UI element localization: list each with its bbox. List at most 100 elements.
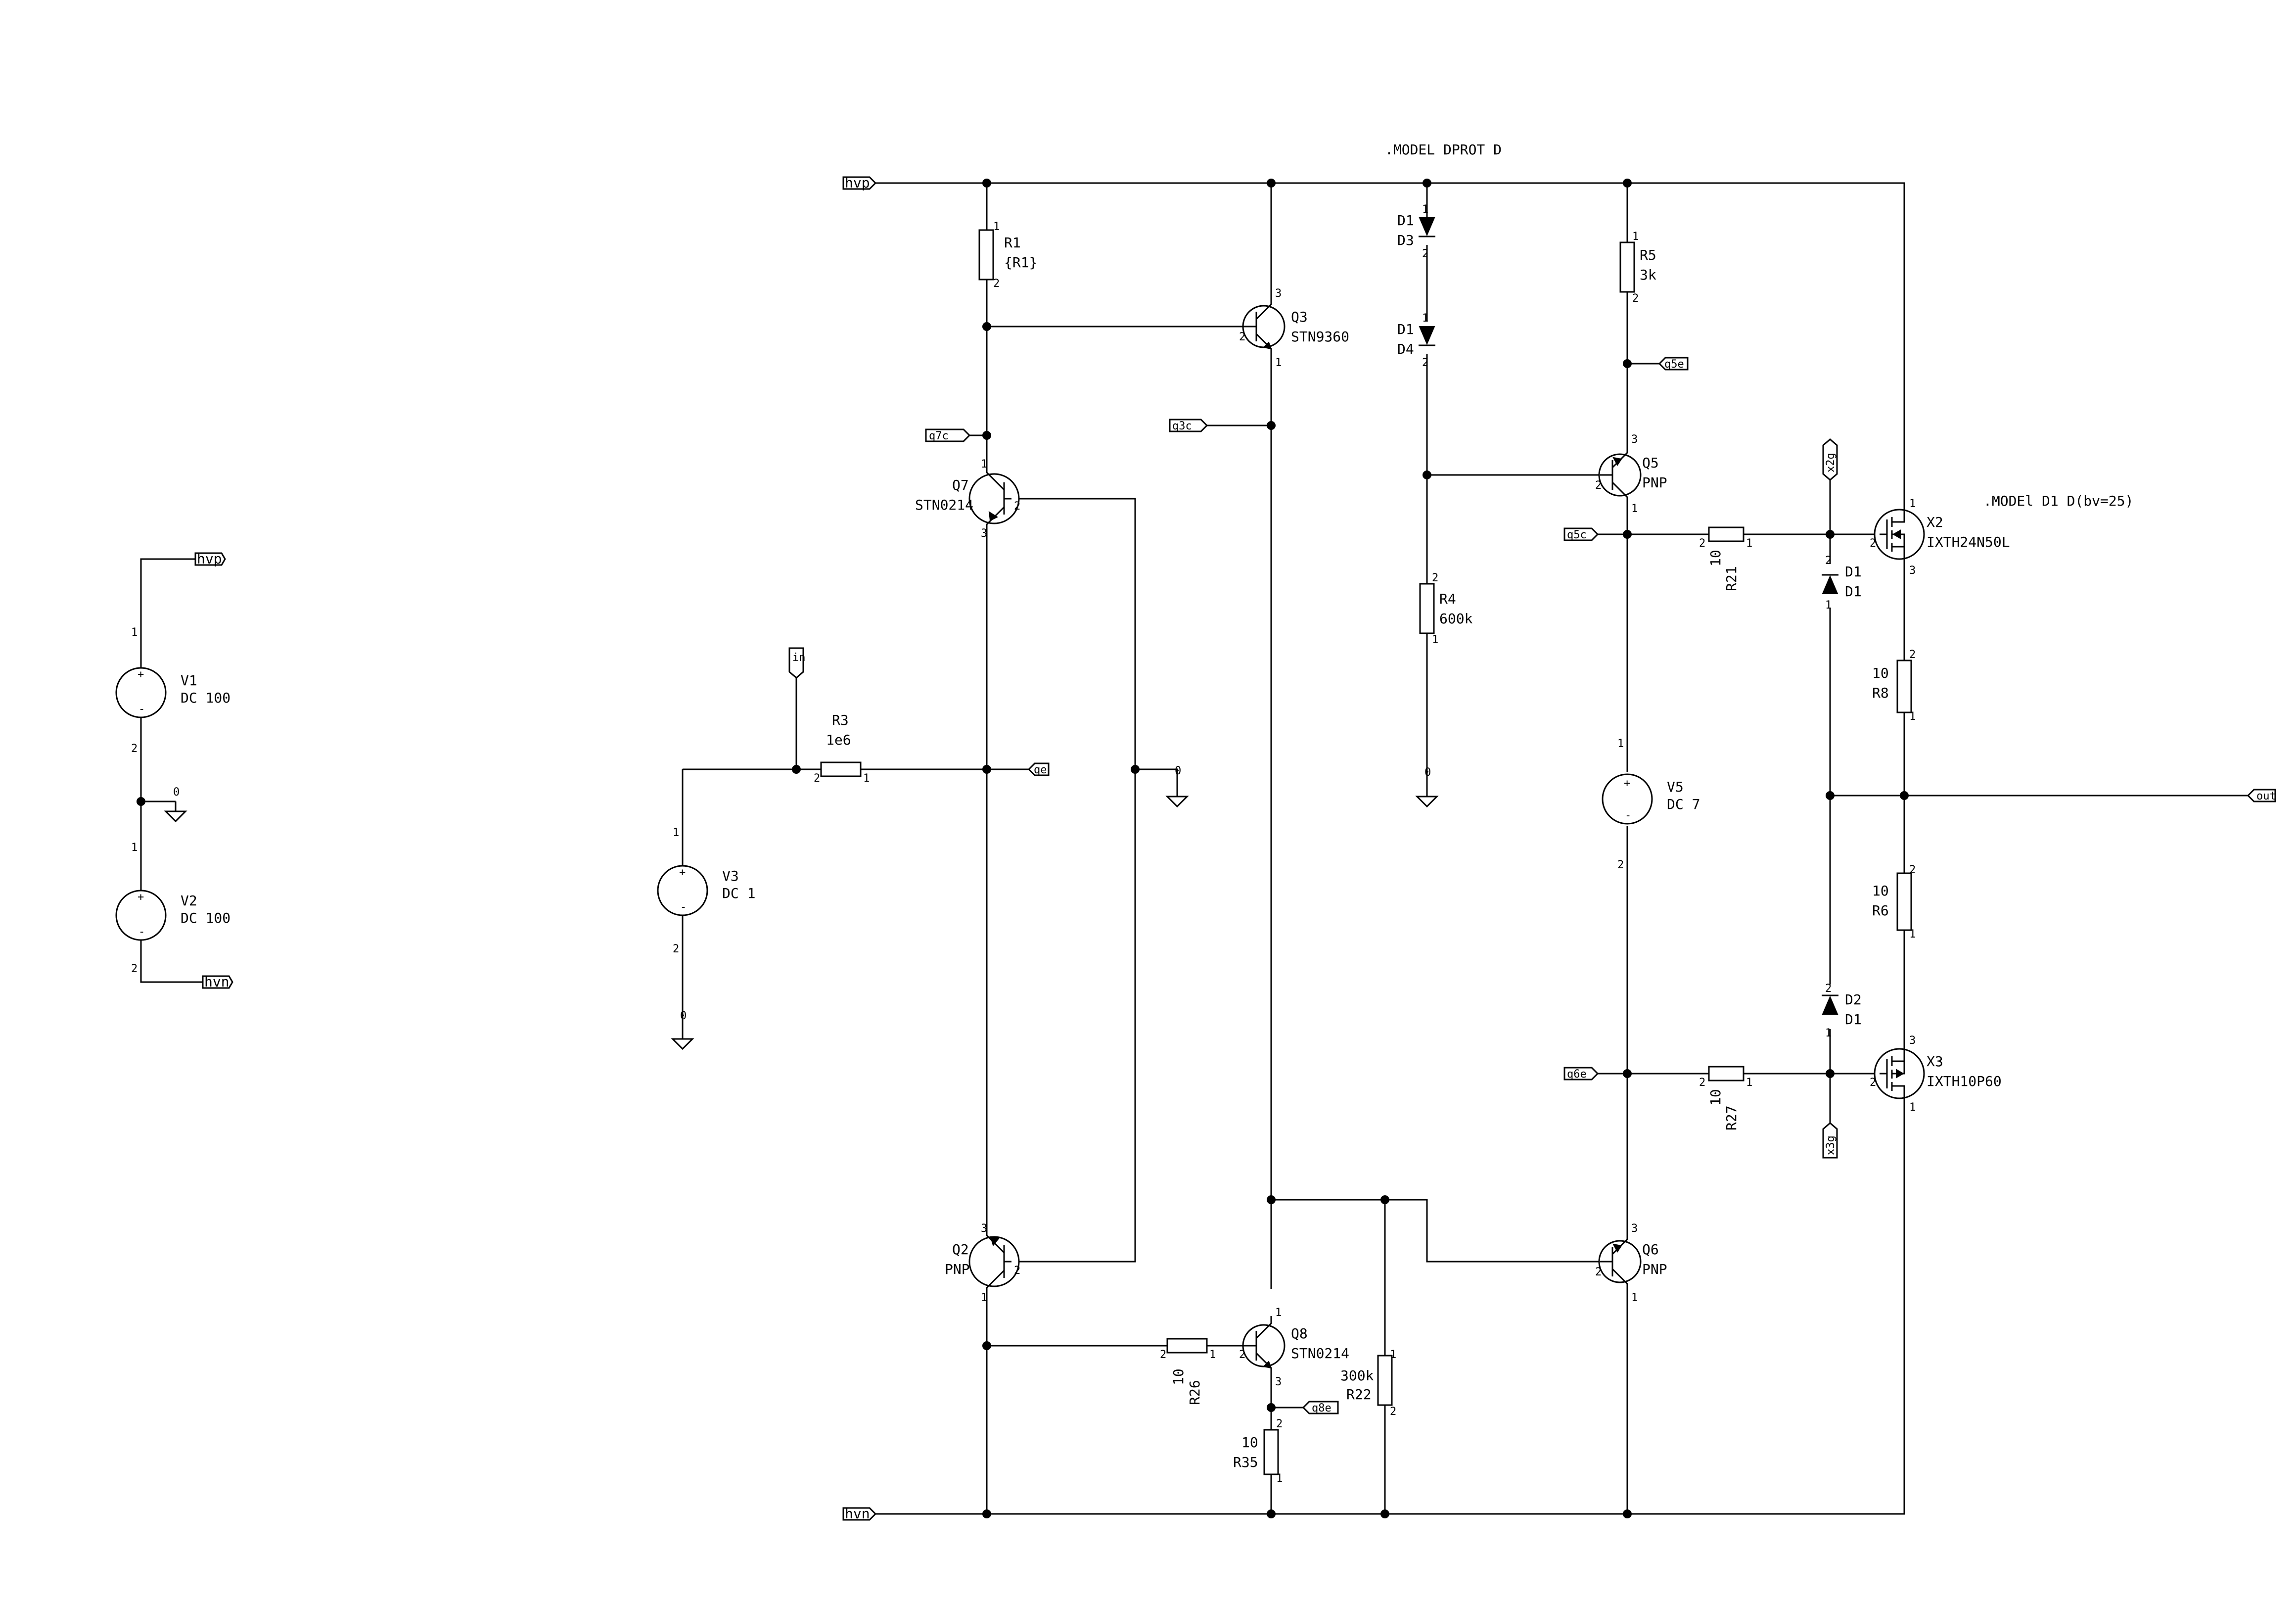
resistor-r22: 1 2 300k R22 — [1340, 1349, 1396, 1418]
svg-text:3: 3 — [1631, 1223, 1638, 1235]
svg-text:R6: R6 — [1872, 902, 1889, 919]
wires — [140, 182, 2248, 1515]
svg-text:V1: V1 — [181, 672, 197, 689]
svg-text:+: + — [1624, 777, 1630, 790]
svg-text:STN0214: STN0214 — [1291, 1345, 1349, 1362]
svg-text:1: 1 — [1631, 503, 1638, 515]
net-label-q7c: q7c — [925, 428, 971, 442]
diode-d3: 1 2 D1 D3 — [1397, 203, 1435, 260]
resistor-r26: 2 1 10 R26 — [1160, 1338, 1216, 1405]
svg-text:hvp: hvp — [845, 175, 870, 191]
net-label-out: out — [2247, 789, 2276, 802]
svg-text:D1: D1 — [1845, 1011, 1862, 1028]
svg-text:2: 2 — [1390, 1406, 1396, 1418]
svg-text:10: 10 — [1170, 1368, 1187, 1385]
svg-text:+: + — [138, 891, 144, 903]
transistor-q7: 1 2 3 Q7 STN0214 — [915, 458, 1020, 540]
svg-text:1: 1 — [1209, 1349, 1216, 1361]
svg-text:X3: X3 — [1927, 1053, 1943, 1070]
svg-text:{R1}: {R1} — [1004, 254, 1037, 271]
svg-text:2: 2 — [1909, 649, 1916, 661]
svg-text:600k: 600k — [1439, 611, 1473, 627]
svg-text:-: - — [138, 703, 145, 715]
svg-text:STN0214: STN0214 — [915, 497, 973, 513]
svg-text:R1: R1 — [1004, 235, 1021, 251]
svg-text:10: 10 — [1707, 1089, 1724, 1106]
svg-text:R26: R26 — [1187, 1380, 1203, 1405]
svg-text:1: 1 — [1909, 498, 1916, 510]
svg-text:2: 2 — [1699, 1077, 1705, 1089]
svg-text:q5c: q5c — [1567, 529, 1587, 541]
resistor-r8: 2 1 10 R8 — [1872, 649, 1916, 723]
voltage-source-v2: +- 1 2 V2 DC 100 — [115, 842, 230, 975]
svg-text:1: 1 — [131, 842, 138, 854]
svg-text:D2: D2 — [1845, 991, 1862, 1008]
svg-text:1: 1 — [673, 827, 679, 839]
svg-text:IXTH10P60: IXTH10P60 — [1927, 1073, 2002, 1089]
transistor-q3: 3 2 1 Q3 STN9360 — [1239, 287, 1349, 369]
svg-text:2: 2 — [131, 743, 138, 755]
svg-text:R27: R27 — [1723, 1105, 1740, 1130]
net-label-in: in — [788, 647, 806, 679]
model-dprot-directive: .MODEL DPROT D — [1385, 141, 1502, 158]
svg-text:DC 100: DC 100 — [181, 910, 230, 926]
voltage-source-v1: +- 1 2 V1 DC 100 — [115, 626, 230, 755]
svg-text:V2: V2 — [181, 893, 197, 909]
svg-text:1: 1 — [993, 221, 1000, 233]
svg-text:x3g: x3g — [1825, 1135, 1837, 1155]
svg-text:x2g: x2g — [1825, 453, 1837, 472]
svg-text:Q2: Q2 — [952, 1241, 969, 1258]
svg-text:V3: V3 — [722, 868, 739, 884]
svg-text:2: 2 — [814, 772, 820, 785]
svg-text:2: 2 — [1276, 1418, 1283, 1430]
model-d1-directive: .MODEl D1 D(bv=25) — [1983, 493, 2133, 509]
ground-icon: 0 — [164, 786, 187, 823]
transistor-q6: 3 2 1 Q6 PNP — [1595, 1223, 1667, 1304]
net-label-q6e: q6e — [1563, 1067, 1599, 1081]
transistor-q2: 3 2 1 Q2 PNP — [945, 1222, 1020, 1304]
svg-text:PNP: PNP — [1642, 474, 1667, 491]
svg-text:q5e: q5e — [1664, 358, 1684, 371]
svg-text:10: 10 — [1241, 1434, 1258, 1451]
svg-text:1: 1 — [981, 458, 987, 471]
resistor-r1: 1 2 R1 {R1} — [978, 221, 1037, 290]
svg-text:300k: 300k — [1340, 1367, 1374, 1384]
svg-text:2: 2 — [1595, 479, 1602, 492]
svg-text:1: 1 — [1275, 357, 1282, 369]
net-label-x2g: x2g — [1822, 438, 1838, 481]
svg-text:3: 3 — [1909, 565, 1916, 577]
net-label-qe: qe — [1027, 762, 1050, 776]
ground-icon: 0 — [1415, 766, 1439, 808]
diode-d4: 1 2 D1 D4 — [1397, 312, 1435, 369]
net-label-hvp: hvp — [194, 551, 226, 567]
svg-text:R4: R4 — [1439, 591, 1456, 607]
svg-text:3: 3 — [1631, 433, 1638, 446]
svg-text:2: 2 — [1014, 1265, 1020, 1277]
svg-text:Q3: Q3 — [1291, 309, 1308, 325]
resistor-r6: 2 1 10 R6 — [1872, 864, 1916, 941]
voltage-source-v3: +- 1 2 V3 DC 1 — [657, 827, 755, 955]
svg-text:-: - — [1625, 809, 1631, 822]
svg-text:2: 2 — [1014, 500, 1020, 513]
net-label-q8e: q8e — [1302, 1401, 1339, 1414]
resistor-r27: 2 1 10 R27 — [1699, 1066, 1752, 1130]
svg-text:1e6: 1e6 — [826, 732, 851, 748]
svg-text:PNP: PNP — [1642, 1261, 1667, 1277]
svg-text:1: 1 — [1632, 231, 1639, 243]
net-label-hvn: hvn — [842, 1506, 877, 1522]
svg-text:qe: qe — [1034, 764, 1047, 776]
net-label-q3c: q3c — [1169, 419, 1208, 432]
svg-text:+: + — [138, 668, 144, 681]
svg-text:2: 2 — [673, 943, 679, 955]
svg-text:Q6: Q6 — [1642, 1241, 1659, 1258]
svg-text:2: 2 — [1632, 292, 1639, 305]
svg-text:3: 3 — [1275, 287, 1282, 300]
svg-text:DC 100: DC 100 — [181, 690, 230, 706]
svg-text:out: out — [2256, 790, 2276, 802]
svg-text:2: 2 — [1699, 537, 1705, 550]
svg-text:R5: R5 — [1640, 247, 1656, 263]
svg-text:R22: R22 — [1346, 1386, 1372, 1403]
svg-text:-: - — [680, 901, 687, 913]
svg-text:3: 3 — [981, 527, 987, 540]
net-label-x3g: x3g — [1822, 1122, 1838, 1159]
